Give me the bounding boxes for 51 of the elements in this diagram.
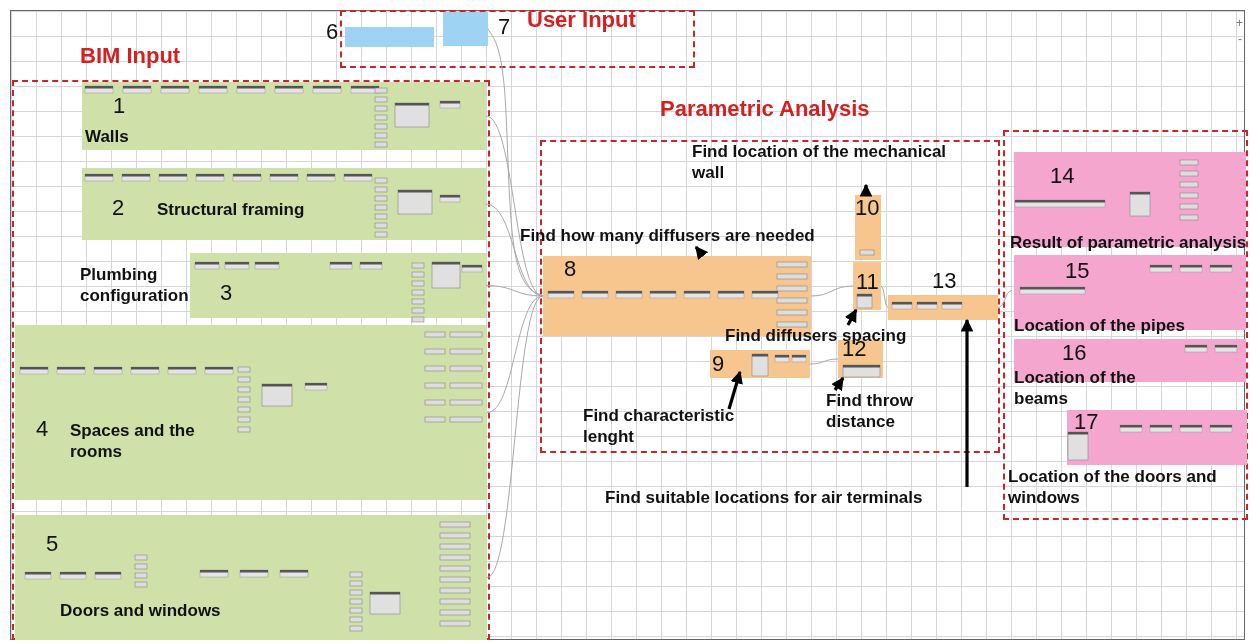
- annotation-text: Find characteristic lenght: [583, 405, 736, 447]
- connector-wire: [880, 285, 889, 308]
- zoom-control: -: [1238, 32, 1242, 46]
- group-number: 14: [1050, 165, 1075, 186]
- annotation-arrow: [727, 370, 743, 410]
- group-title: BIM Input: [80, 45, 181, 66]
- group-number: 15: [1065, 260, 1090, 281]
- node-group: [855, 195, 881, 260]
- group-number: 11: [856, 271, 879, 292]
- group-label: Result of parametric analysis: [1010, 232, 1247, 253]
- connector-wire: [486, 295, 544, 578]
- group-label: Location of the beams: [1014, 367, 1137, 409]
- group-number: 16: [1062, 342, 1087, 363]
- group-frame: [1003, 130, 1248, 520]
- group-number: 3: [220, 282, 233, 303]
- group-title: Parametric Analysis: [660, 98, 870, 119]
- annotation-arrow: [859, 183, 873, 197]
- group-label: Structural framing: [157, 199, 305, 220]
- group-number: 6: [326, 21, 339, 42]
- zoom-control: +: [1236, 16, 1243, 30]
- group-number: 2: [112, 197, 125, 218]
- group-number: 5: [46, 533, 59, 554]
- group-number: 1: [113, 95, 126, 116]
- node-group: [15, 325, 487, 500]
- annotation-text: Find how many diffusers are needed: [520, 225, 815, 246]
- annotation-text: Find location of the mechanical wall: [692, 141, 948, 183]
- group-number: 7: [498, 16, 511, 37]
- annotation-arrow: [694, 246, 709, 260]
- group-number: 9: [712, 353, 725, 374]
- annotation-text: Find suitable locations for air terminals: [605, 487, 923, 508]
- group-label: Spaces and the rooms: [70, 420, 196, 462]
- group-title: User Input: [527, 9, 636, 30]
- annotation-text: Find throw distance: [826, 390, 914, 432]
- group-label: Location of the doors and windows: [1008, 466, 1218, 508]
- group-number: 4: [36, 418, 49, 439]
- annotation-arrow: [844, 308, 858, 326]
- annotation-arrow: [960, 318, 974, 487]
- connector-wire: [997, 290, 1013, 308]
- group-label: Location of the pipes: [1014, 315, 1185, 336]
- group-label: Walls: [85, 126, 129, 147]
- group-label: Doors and windows: [60, 600, 221, 621]
- group-number: 13: [932, 270, 957, 291]
- group-number: 10: [855, 197, 880, 218]
- annotation-arrow: [831, 376, 845, 392]
- group-label: Plumbing configuration: [80, 264, 190, 306]
- group-number: 8: [564, 258, 577, 279]
- connector-wire: [809, 358, 839, 365]
- group-number: 17: [1074, 411, 1099, 432]
- connector-wire: [810, 285, 854, 297]
- node-group: [15, 515, 487, 640]
- connector-wire: [487, 28, 544, 297]
